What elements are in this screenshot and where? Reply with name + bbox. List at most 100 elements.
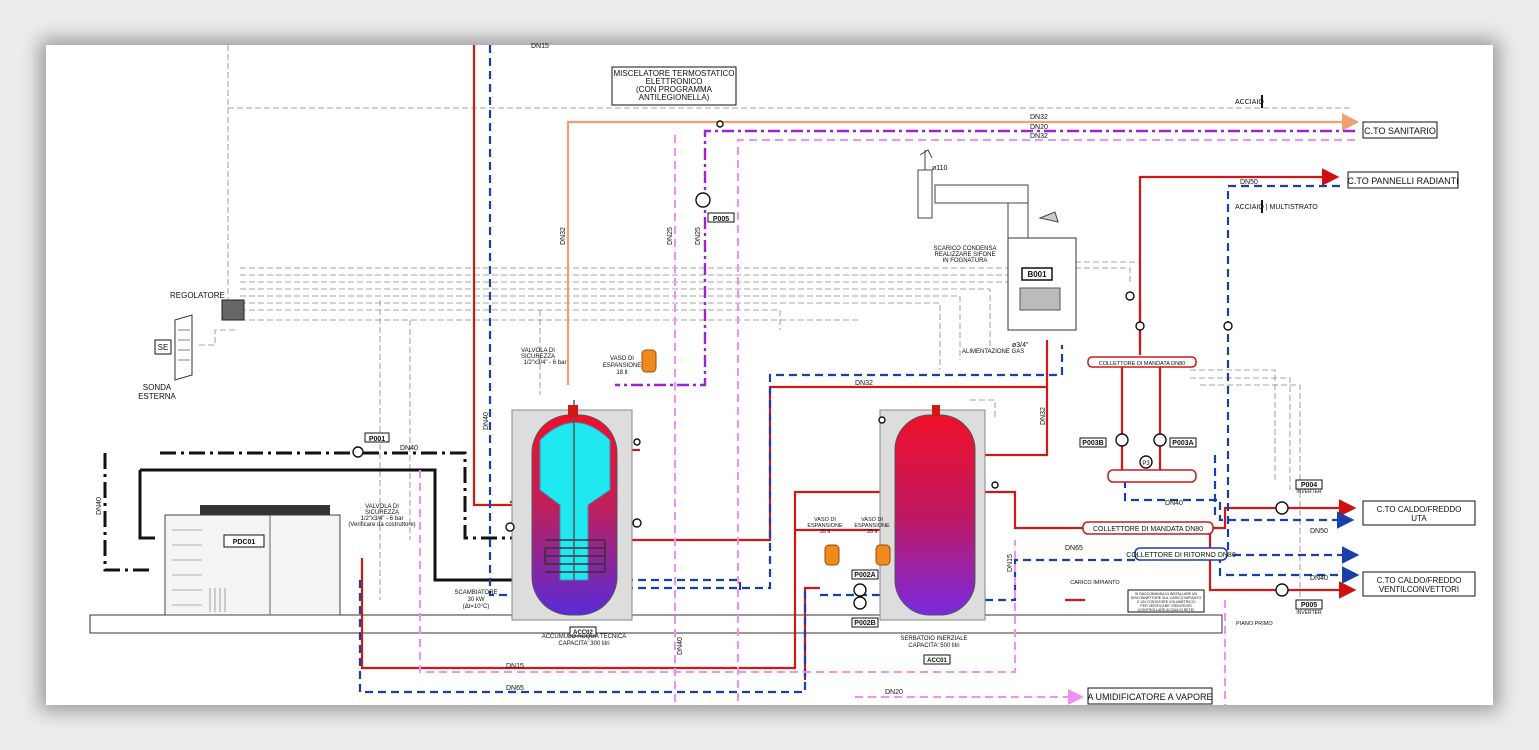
dest-pannelli: C.TO PANNELLI RADIANTI (1347, 176, 1458, 186)
scambiatore-line-1: SCAMBIATORE (454, 590, 497, 596)
mixer-line-3: (CON PROGRAMMA (636, 85, 713, 94)
pump-p002b-tag: P002B (854, 620, 875, 627)
scarico-line-2: REALIZZARE SIFONE (934, 252, 995, 258)
acc01-line-2: CAPACITA' 500 litri (908, 643, 959, 649)
collector-return (1134, 547, 1228, 561)
tag-p003b-box (1079, 437, 1107, 448)
acc02-line-1: ACCUMULO ACQUA TECNICA (542, 634, 627, 640)
vaso2-line-1: VASO DI (814, 517, 836, 523)
pipe-dn40-c: DN40 (1165, 500, 1183, 507)
tank-acc01 (879, 405, 986, 621)
tag-p005-box (707, 212, 735, 223)
dest-uta-line-2: UTA (1411, 514, 1427, 523)
tag-p002b-box (851, 617, 879, 628)
p3-label: P3 (1142, 461, 1150, 467)
regolatore-label: REGOLATORE (170, 291, 225, 300)
note-line-4: PER VERIFICARE I REINTEGRI (1140, 604, 1191, 608)
tag-p004-box (1295, 479, 1323, 490)
inverter-label-2: INVERTER (1296, 610, 1322, 616)
pipe-dn32-a: DN32 (1030, 114, 1048, 121)
pipe-dn25-b: DN25 (695, 227, 702, 245)
recirculation-pipes (615, 129, 1355, 387)
valvola1-line-2: SICUREZZA (521, 354, 555, 360)
dest-ventil-box (1362, 571, 1476, 597)
pipe-dn40-b: DN40 (400, 445, 418, 452)
acc01-line-1: SERBATOIO INERZIALE (900, 636, 967, 642)
vaso3-line-3: 35 lt (867, 529, 878, 535)
mixer-line-1: MISCELATORE TERMOSTATICO (613, 69, 734, 78)
return-pipes (358, 45, 1360, 694)
dest-umidificatore-box (1087, 687, 1213, 705)
dest-sanitario: C.TO SANITARIO (1364, 126, 1436, 136)
note-line-5: (CONTROLLARE ACQUA DI RETE) (1138, 608, 1194, 612)
valvola2-line-3: 1/2"x3/4" - 6 bar (361, 516, 404, 522)
carico-label: CARICO IMPIANTO (1070, 580, 1120, 586)
scambiatore-line-3: (Δt=10°C) (463, 604, 490, 610)
vaso1-line-2: ESPANSIONE (603, 363, 642, 369)
note-box (1127, 589, 1205, 613)
pipe-dn50: DN50 (1240, 179, 1258, 186)
boiler-tag: B001 (1027, 270, 1047, 279)
vaso2-line-2: ESPANSIONE (807, 523, 843, 529)
tank-acc02 (511, 400, 633, 621)
sonda-line-2: ESTERNA (138, 392, 176, 401)
pipe-dn40-a: DN40 (483, 412, 490, 430)
pipe-dn50-b: DN50 (1310, 528, 1328, 535)
dest-ventil-line-2: VENTILCONVETTORI (1379, 585, 1459, 594)
dest-pannelli-box (1347, 171, 1459, 189)
pumps (352, 120, 1289, 610)
collettore-mandata-small-label: COLLETTORE DI MANDATA DN80 (1099, 361, 1186, 367)
sonda-line-1: SONDA (143, 383, 172, 392)
dest-uta-line-1: C.TO CALDO/FREDDO (1377, 505, 1462, 514)
supply-pipes (360, 45, 1357, 680)
vaso1-line-3: 18 lt (616, 370, 628, 376)
pump-p004-tag: P004 (1301, 482, 1317, 489)
note-line-3: E UN CONTATORE VOLUMETRICO (1137, 600, 1195, 604)
scarico-line-1: SCARICO CONDENSA (933, 246, 996, 252)
diam-label: ø110 (932, 165, 948, 172)
boiler-b001 (1007, 237, 1077, 331)
vaso3-line-2: ESPANSIONE (854, 523, 890, 529)
pump-p003a-tag: P003A (1172, 440, 1193, 447)
pump-p003b-tag: P003B (1082, 440, 1103, 447)
pipe-dn15-b: DN15 (506, 663, 524, 670)
pipe-dn15-v: DN15 (1007, 554, 1014, 572)
valvola2-line-1: VALVOLA DI (365, 504, 399, 510)
scarico-line-3: IN FOGNATURA (943, 258, 988, 264)
pipe-dn32-c: DN32 (855, 380, 873, 387)
acciaio-multistrato-label: ACCIAIO | MULTISTRATO (1235, 204, 1318, 211)
valvola1-line-1: VALVOLA DI (521, 348, 555, 354)
acc02-tag: ACC02 (573, 630, 593, 636)
piano-label: PIANO PRIMO (1236, 621, 1273, 627)
tag-acc02-box (569, 626, 597, 637)
sanitary-pipes (566, 113, 1360, 385)
alimentazione-label: ALIMENTAZIONE GAS (962, 349, 1024, 355)
tag-acc01-box (923, 654, 951, 665)
collettore-mandata-label: COLLETTORE DI MANDATA DN80 (1093, 526, 1203, 533)
note-line-2: DISCONNETTORE SUL CARICO IMPIANTO (1131, 596, 1202, 600)
pipe-dn32-d: DN32 (1040, 407, 1047, 425)
tag-p003a-box (1169, 437, 1197, 448)
tag-p001-box (364, 432, 390, 443)
valvola1-line-3: 1/2"x3/4" - 6 bar (524, 360, 567, 366)
dest-sanitario-box (1362, 121, 1438, 139)
pipe-dn20: DN20 (1030, 124, 1048, 131)
valvola2-line-2: SICUREZZA (365, 510, 399, 516)
heatpump-unit (164, 505, 341, 616)
outdoor-sensor (154, 314, 193, 381)
heatpump-loop (103, 451, 520, 582)
vaso1-line-1: VASO DI (610, 356, 634, 362)
collectors (1082, 356, 1214, 535)
pipe-dn25-a: DN25 (667, 227, 674, 245)
flue-duct (917, 149, 1059, 241)
pipe-dn40-d: DN40 (1310, 575, 1328, 582)
acc02-line-2: CAPACITA' 300 litri (558, 641, 609, 647)
pdc-tag: PDC01 (233, 539, 256, 546)
mixer-label-box (611, 66, 737, 106)
pump-p002a-tag: P002A (854, 572, 875, 579)
tag-p005b-box (1295, 599, 1323, 610)
gas-size-label: ø3/4" (1012, 342, 1029, 349)
pipe-dn65-a: DN65 (1065, 545, 1083, 552)
dest-uta-box (1362, 500, 1476, 526)
